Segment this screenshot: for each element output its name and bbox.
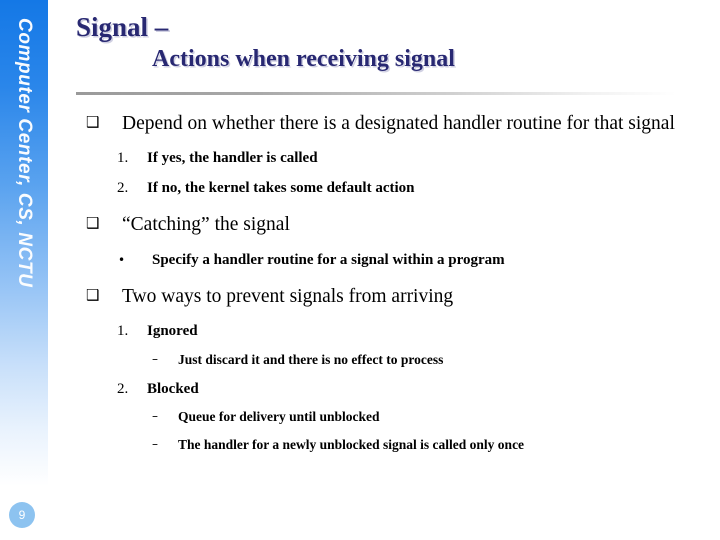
- dot-bullet-icon: •: [118, 252, 126, 267]
- spacer: [0, 242, 720, 249]
- dash-item: – Just discard it and there is no effect…: [0, 350, 720, 371]
- page-number-badge: 9: [9, 502, 35, 528]
- list-number: 1.: [117, 323, 129, 340]
- dash-bullet-icon: –: [152, 409, 158, 424]
- dot-item: • Specify a handler routine for a signal…: [0, 249, 720, 272]
- spacer: [0, 140, 720, 147]
- dash-item-text: Queue for delivery until unblocked: [178, 409, 380, 425]
- dash-item-text: The handler for a newly unblocked signal…: [178, 437, 525, 453]
- numbered-item: 2. If no, the kernel takes some default …: [0, 177, 720, 200]
- spacer: [0, 400, 720, 407]
- dash-item: – Queue for delivery until unblocked: [0, 407, 720, 428]
- slide-title: Signal – Actions when receiving signal: [76, 12, 696, 72]
- spacer: [0, 313, 720, 320]
- numbered-item: 1. Ignored: [0, 320, 720, 343]
- numbered-item-text: Ignored: [147, 323, 198, 340]
- numbered-item-text: If no, the kernel takes some default act…: [147, 179, 415, 196]
- bullet-text: “Catching” the signal: [122, 214, 290, 236]
- list-number: 2.: [117, 179, 129, 196]
- bullet-text: Two ways to prevent signals from arrivin…: [122, 286, 454, 308]
- spacer: [0, 271, 720, 283]
- bullet-item: ❑ “Catching” the signal: [0, 211, 720, 239]
- numbered-item-text: If yes, the handler is called: [147, 150, 318, 167]
- title-underline-rule: [76, 92, 676, 95]
- list-number: 2.: [117, 380, 129, 397]
- sidebar-brand-band: Computer Center, CS, NCTU 9: [0, 0, 48, 540]
- title-line-2: Actions when receiving signal: [152, 45, 455, 72]
- dash-bullet-icon: –: [152, 351, 158, 366]
- list-number: 1.: [117, 150, 129, 167]
- square-bullet-icon: ❑: [86, 286, 100, 305]
- spacer: [0, 170, 720, 177]
- title-line-1: Signal –: [76, 12, 169, 42]
- square-bullet-icon: ❑: [86, 113, 100, 131]
- dash-item: – The handler for a newly unblocked sign…: [0, 435, 720, 456]
- dash-item-text: Just discard it and there is no effect t…: [178, 351, 444, 367]
- spacer: [0, 428, 720, 435]
- dash-bullet-icon: –: [152, 437, 158, 452]
- numbered-item: 2. Blocked: [0, 378, 720, 401]
- spacer: [0, 343, 720, 350]
- spacer: [0, 199, 720, 211]
- numbered-item-text: Blocked: [147, 380, 199, 397]
- spacer: [0, 371, 720, 378]
- square-bullet-icon: ❑: [86, 214, 100, 233]
- bullet-text: Depend on whether there is a designated …: [122, 113, 675, 134]
- slide-body: ❑ Depend on whether there is a designate…: [0, 110, 720, 456]
- bullet-item: ❑ Two ways to prevent signals from arriv…: [0, 283, 720, 311]
- bullet-item: ❑ Depend on whether there is a designate…: [0, 110, 720, 138]
- numbered-item: 1. If yes, the handler is called: [0, 147, 720, 170]
- dot-item-text: Specify a handler routine for a signal w…: [152, 251, 505, 268]
